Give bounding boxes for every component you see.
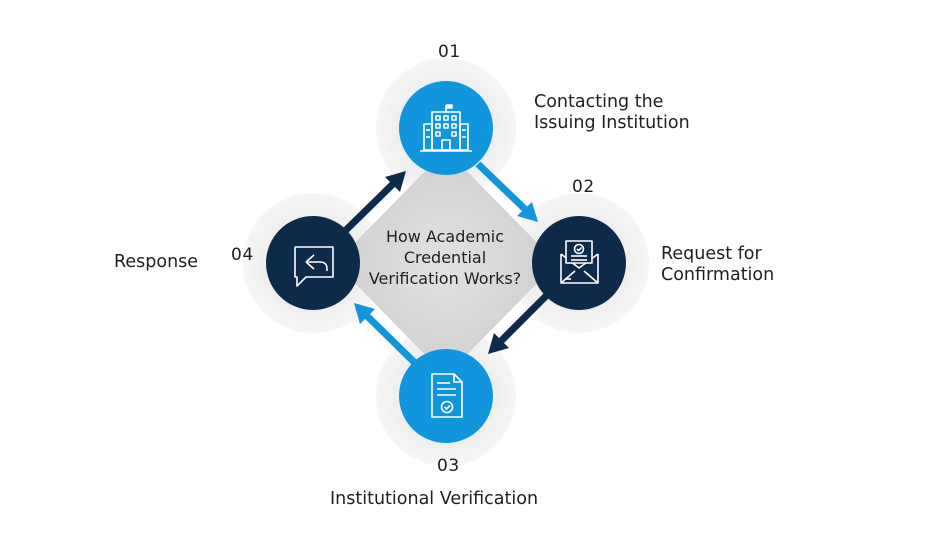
- step-02-label: Request for Confirmation: [661, 244, 775, 285]
- arrow-02-to-03: [488, 293, 549, 354]
- step-03-number: 03: [437, 456, 460, 476]
- step-02-number: 02: [572, 177, 595, 197]
- chat-reply-icon: [294, 246, 334, 287]
- step-03-label: Institutional Verification: [330, 489, 539, 509]
- envelope-letter-icon: [560, 240, 599, 284]
- center-title: How Academic Credential Verification Wor…: [368, 227, 522, 288]
- step-01-label: Contacting the Issuing Institution: [534, 92, 690, 133]
- document-check-icon: [431, 373, 463, 418]
- arrow-01-to-02: [475, 161, 538, 222]
- arrow-04-to-01: [343, 171, 406, 233]
- building-icon: [420, 104, 472, 152]
- step-04-circle: [266, 216, 360, 310]
- step-03-circle: [399, 349, 493, 443]
- step-04-number: 04: [231, 245, 254, 265]
- step-01-number: 01: [438, 42, 461, 62]
- center-diamond: [335, 150, 557, 376]
- arrow-03-to-04: [354, 303, 417, 365]
- step-04-label: Response: [114, 252, 199, 272]
